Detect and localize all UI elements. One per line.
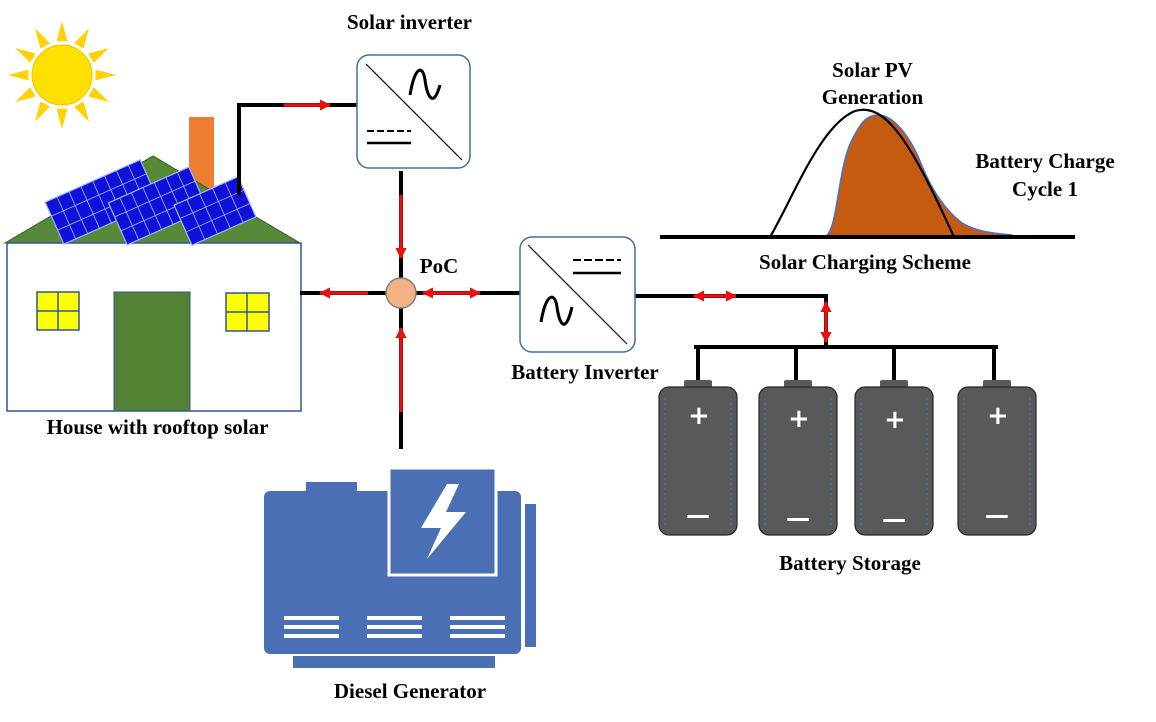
diesel-generator-label: Diesel Generator bbox=[333, 679, 487, 703]
window-left bbox=[36, 291, 80, 331]
battery-plus-symbol: + bbox=[688, 401, 710, 431]
battery-icon bbox=[758, 380, 838, 536]
solar-inverter-icon bbox=[356, 54, 471, 169]
house-icon bbox=[3, 117, 302, 412]
power-flow-arrows bbox=[284, 99, 832, 412]
battery-icon bbox=[658, 380, 738, 536]
sun-icon bbox=[8, 21, 116, 129]
battery-charge-curve bbox=[823, 114, 1013, 237]
battery-minus-symbol: — bbox=[882, 505, 906, 533]
house-label: House with rooftop solar bbox=[46, 415, 269, 439]
battery-icon bbox=[854, 380, 934, 536]
poc-label: PoC bbox=[419, 254, 459, 278]
solar-pv-label-line1: Solar PV bbox=[832, 58, 913, 82]
solar-panel-icon bbox=[44, 159, 257, 247]
battery-inverter-label: Battery Inverter bbox=[511, 360, 659, 384]
battery-plus-symbol: + bbox=[788, 404, 810, 434]
battery-inverter-icon bbox=[519, 236, 636, 353]
solar-charging-chart bbox=[660, 108, 1075, 239]
battery-storage-label: Battery Storage bbox=[779, 551, 921, 575]
poc-node bbox=[385, 277, 417, 309]
battery-plus-symbol: + bbox=[987, 401, 1009, 431]
lightning-bolt-icon bbox=[421, 484, 466, 559]
battery-plus-symbol: + bbox=[884, 405, 906, 435]
window-right bbox=[225, 292, 270, 332]
battery-storage-group bbox=[658, 380, 1037, 536]
generator-vents bbox=[284, 616, 505, 638]
solar-charging-scheme-label: Solar Charging Scheme bbox=[759, 250, 971, 274]
solar-inverter-label: Solar inverter bbox=[347, 10, 472, 34]
solar-pv-label-line2: Generation bbox=[821, 85, 924, 109]
battery-minus-symbol: — bbox=[786, 504, 810, 532]
door bbox=[113, 291, 191, 412]
battery-charge-label-line2: Cycle 1 bbox=[1012, 177, 1078, 201]
solar-pv-curve bbox=[769, 108, 956, 238]
battery-minus-symbol: — bbox=[686, 501, 710, 529]
diesel-generator-icon bbox=[264, 466, 536, 668]
battery-charge-label-line1: Battery Charge bbox=[975, 149, 1115, 173]
battery-minus-symbol: — bbox=[985, 501, 1009, 529]
battery-icon bbox=[957, 380, 1037, 536]
